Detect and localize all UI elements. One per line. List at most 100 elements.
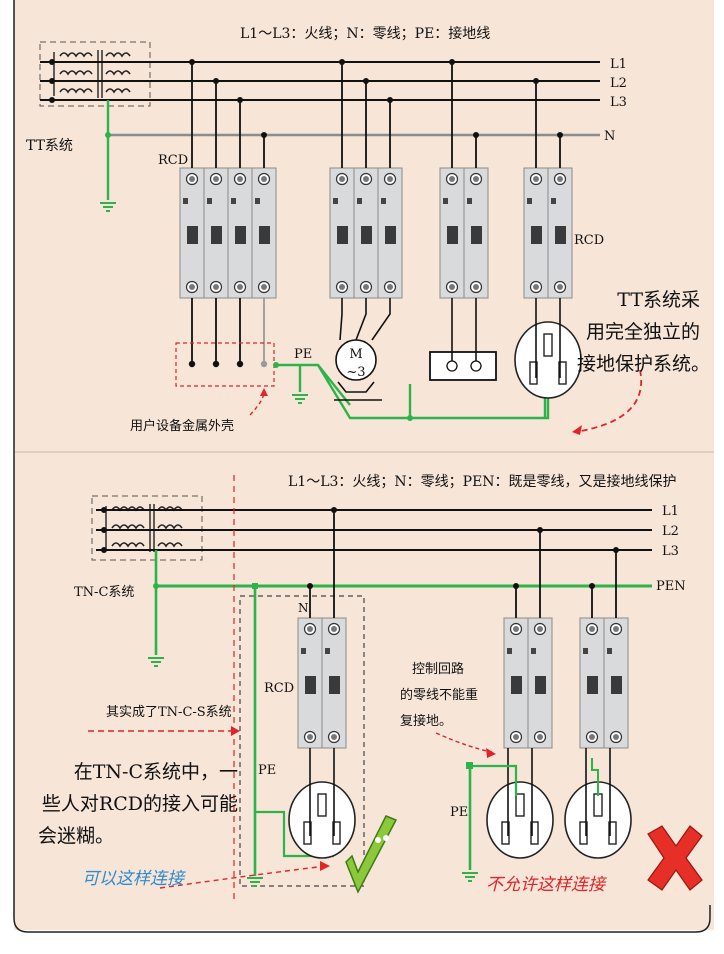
tt-rcd-4pole [179, 167, 277, 299]
coil-secondary [105, 88, 131, 94]
breaker-indicator [325, 648, 330, 654]
breaker-indicator [333, 198, 338, 204]
breaker-toggle [471, 226, 482, 244]
socket-slot-left [501, 821, 510, 845]
socket-slot-earth [515, 793, 525, 817]
terminal-bottom-screw [339, 284, 345, 290]
tncs-arrowhead [231, 726, 240, 736]
tnc-rcd-label: RCD [264, 681, 294, 696]
breaker-toggle [611, 676, 622, 694]
tnc-pe-left-ground [247, 877, 263, 887]
socket-slot-left [529, 361, 538, 385]
coil-primary [59, 88, 93, 94]
ok-arrowhead [320, 861, 330, 871]
outlet-hole [446, 360, 458, 372]
coil-secondary [105, 52, 131, 58]
breaker-indicator [531, 648, 536, 654]
tnc-pe-label-left: PE [258, 763, 276, 778]
tt-junction [237, 97, 243, 103]
terminal-top-screw [613, 626, 619, 632]
socket-slot-left [579, 821, 588, 845]
tt-junction [473, 132, 479, 138]
breaker-indicator [231, 198, 236, 204]
terminal-top-screw [339, 176, 345, 182]
terminal-bottom-screw [613, 734, 619, 740]
tt-rcd-2pole [523, 167, 573, 299]
motor-base [337, 381, 375, 393]
breaker-indicator [207, 198, 212, 204]
socket-slot-right [530, 821, 539, 845]
tt-rcd-label-left: RCD [158, 153, 188, 168]
terminal-top-screw [237, 176, 243, 182]
tt-pe-label: PE [294, 347, 312, 362]
page-border [13, 0, 711, 933]
breaker-toggle [361, 226, 372, 244]
terminal-top-screw [589, 626, 595, 632]
tt-equip-terminal [260, 360, 268, 368]
terminal-bottom-screw [237, 284, 243, 290]
tt-motor-wire [371, 298, 391, 341]
transformer-frame [91, 495, 203, 561]
tt-motor-breaker [329, 167, 403, 299]
coil-primary [59, 70, 93, 76]
socket-slot-right [608, 821, 617, 845]
tt-note-line-2: 用完全独立的 [586, 321, 700, 343]
tt-line-node [49, 78, 55, 84]
terminal-bottom-screw [261, 284, 267, 290]
main-note-line-2: 些人对RCD的接入可能 [42, 793, 238, 815]
motor-label: M [349, 347, 362, 362]
tnc-pe-label-right: PE [450, 805, 468, 820]
tnc-source-ground [148, 657, 164, 667]
tnc-pen-node [153, 583, 159, 589]
check-mark-icon [345, 815, 398, 894]
terminal-bottom-screw [387, 284, 393, 290]
coil-secondary [157, 542, 183, 548]
control-note-arrowhead [486, 748, 496, 758]
breaker-indicator [183, 198, 188, 204]
tnc-line-label-pen: PEN [656, 579, 686, 594]
tnc-junction [589, 583, 595, 589]
breaker-indicator [467, 198, 472, 204]
tt-line-label-l2: L2 [610, 76, 627, 91]
tt-junction [449, 59, 455, 65]
main-note-line-1: 在TN-C系统中，一 [74, 761, 238, 783]
breaker-toggle [187, 226, 198, 244]
socket-slot-earth [543, 333, 553, 357]
tt-junction [557, 132, 563, 138]
control-note-line-1: 控制回路 [412, 661, 464, 677]
transformer-frame [39, 41, 151, 107]
tt-equip-terminal [188, 360, 196, 368]
tt-junction [363, 78, 369, 84]
terminal-bottom-screw [449, 284, 455, 290]
tnc-junction [331, 507, 337, 513]
breaker-toggle [235, 226, 246, 244]
tnc-line-label-l1: L1 [662, 504, 679, 519]
tt-equip-terminal [236, 360, 244, 368]
tnc-socket-right [564, 781, 632, 859]
coil-primary [111, 524, 145, 530]
terminal-bottom-screw [363, 284, 369, 290]
main-note-line-3: 会迷糊。 [38, 825, 114, 847]
terminal-top-screw [557, 176, 563, 182]
tt-line-label-l3: L3 [610, 95, 627, 110]
terminal-top-screw [513, 626, 519, 632]
tnc-line-label-l3: L3 [662, 544, 679, 559]
tt-note-arrowhead [572, 425, 582, 435]
breaker-indicator [583, 648, 588, 654]
terminal-top-screw [449, 176, 455, 182]
coil-secondary [157, 506, 183, 512]
tt-source-ground [100, 202, 116, 212]
breaker-indicator [357, 198, 362, 204]
motor-sub-label: ~3 [346, 365, 365, 380]
tt-load-breaker [439, 167, 489, 299]
tt-transformer [39, 41, 151, 107]
coil-secondary [157, 524, 183, 530]
user-label-arrowhead [260, 388, 268, 396]
tt-motor-wire [355, 298, 367, 341]
tnc-pe-to-socket [255, 810, 334, 858]
breaker-toggle [259, 226, 270, 244]
tt-junction [387, 97, 393, 103]
terminal-bottom-screw [513, 734, 519, 740]
terminal-top-screw [363, 176, 369, 182]
cross-mark-icon [647, 825, 703, 891]
